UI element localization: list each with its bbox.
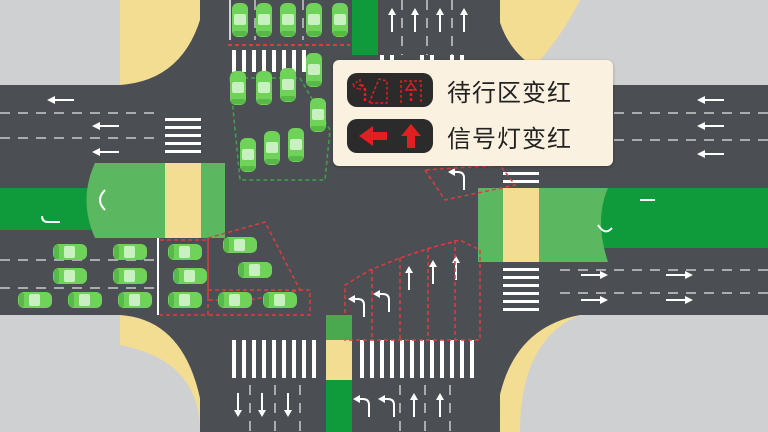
crosswalk-west: [165, 118, 201, 153]
legend-label-signal: 信号灯变红: [447, 124, 572, 153]
legend-label-waiting-zone: 待行区变红: [447, 78, 572, 107]
crosswalk-south: [232, 340, 474, 378]
median-west-island: [86, 163, 225, 238]
median-north: [352, 0, 378, 55]
waiting-zones: [160, 77, 517, 341]
road-corner-tl: [120, 0, 205, 95]
road-corner-bl: [120, 315, 205, 432]
legend-panel: 待行区变红 信号灯变红: [333, 60, 613, 166]
median-east-island: [478, 188, 608, 262]
median-east-crosswalk: [503, 188, 539, 262]
median-east: [592, 188, 768, 248]
road-arrows: [41, 7, 725, 418]
red-left-straight-signal-icon: [347, 119, 433, 153]
median-south-crosswalk: [326, 340, 352, 380]
median-south-top: [326, 315, 352, 340]
legend-row-signal: 信号灯变红: [347, 116, 572, 156]
crosswalk-east: [503, 172, 539, 311]
road-corner-br: [495, 315, 580, 432]
legend-row-waiting-zone: 待行区变红: [347, 70, 572, 110]
median-west: [0, 188, 95, 230]
median-west-crosswalk: [165, 163, 201, 238]
dashed-waiting-zone-arrows-icon: [347, 73, 433, 107]
